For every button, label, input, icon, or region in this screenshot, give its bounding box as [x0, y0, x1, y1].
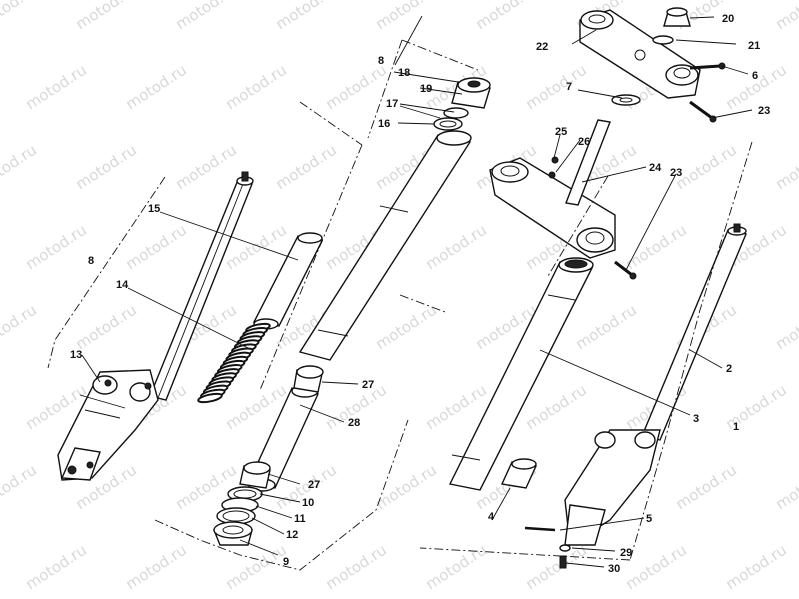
watermark-text: motod.ru — [722, 61, 790, 114]
callout-16: 16 — [378, 118, 390, 130]
callout-8-middle: 8 — [378, 55, 384, 67]
callout-29: 29 — [620, 547, 632, 559]
callout-13: 13 — [70, 349, 82, 361]
callout-17: 17 — [386, 98, 398, 110]
callout-labels: 20 21 22 6 23 7 25 26 24 23 2 3 1 4 5 29… — [70, 13, 770, 575]
watermark-text: motod.ru — [372, 301, 440, 354]
callout-19: 19 — [420, 83, 432, 95]
watermark-text: motod.ru — [522, 61, 590, 114]
callout-27-upper: 27 — [362, 379, 374, 391]
watermark-text: motod.ru — [622, 541, 690, 594]
callout-30: 30 — [608, 563, 620, 575]
watermark-text: motod.ru — [0, 301, 40, 354]
watermark-text: motod.ru — [72, 141, 140, 194]
inner-fork-tube — [298, 130, 472, 361]
callout-23-upper: 23 — [758, 105, 770, 117]
watermark-text: motod.ru — [72, 301, 140, 354]
callout-11: 11 — [294, 513, 306, 525]
callout-25: 25 — [555, 126, 567, 138]
watermark-text: motod.ru — [672, 461, 740, 514]
callout-6: 6 — [752, 70, 758, 82]
bushing-upper — [293, 365, 324, 393]
watermark-text: motod.ru — [772, 141, 799, 194]
watermark-text: motod.ru — [172, 0, 240, 33]
lower-triple-clamp — [489, 119, 616, 259]
watermark-text: motod.ru — [672, 141, 740, 194]
watermark-text: motod.ru — [122, 541, 190, 594]
watermark-text: motod.ru — [122, 61, 190, 114]
watermark-text: motod.ru — [322, 541, 390, 594]
watermark-text: motod.ru — [622, 221, 690, 274]
collar-bushing — [500, 458, 538, 489]
callout-5: 5 — [646, 513, 652, 525]
watermark-text: motod.ru — [772, 461, 799, 514]
watermark-text: motod.ru — [222, 61, 290, 114]
watermark-text: motod.ru — [772, 301, 799, 354]
watermark-text: motod.ru — [422, 541, 490, 594]
watermark-text: motod.ru — [722, 541, 790, 594]
watermark-text: motod.ru — [772, 0, 799, 33]
callout-24: 24 — [649, 162, 662, 174]
watermark-text: motod.ru — [0, 461, 40, 514]
callout-23-lower: 23 — [670, 167, 682, 179]
steering-nut — [652, 7, 691, 45]
watermark-text: motod.ru — [0, 0, 40, 33]
callout-3: 3 — [693, 413, 699, 425]
watermark-text: motod.ru — [272, 0, 340, 33]
watermark-text: motod.ru — [272, 141, 340, 194]
callout-10: 10 — [302, 497, 314, 509]
watermark-text: motod.ru — [372, 461, 440, 514]
top-cap — [433, 77, 491, 131]
leader-lines — [81, 15, 753, 568]
bushing-lower — [239, 461, 271, 489]
watermark-text: motod.ru — [422, 221, 490, 274]
watermark-text: motod.ru — [22, 541, 90, 594]
watermark-text: motod.ru — [172, 141, 240, 194]
outer-fork-tube — [448, 257, 594, 491]
callout-27-lower: 27 — [308, 479, 320, 491]
callout-1: 1 — [733, 421, 739, 433]
watermark-text: motod.ru — [222, 541, 290, 594]
callout-21: 21 — [748, 40, 760, 52]
fork-spring — [197, 322, 271, 404]
callout-4: 4 — [488, 511, 495, 523]
callout-26: 26 — [578, 136, 590, 148]
callout-18: 18 — [398, 67, 410, 79]
watermark-text: motod.ru — [522, 381, 590, 434]
callout-2: 2 — [726, 363, 732, 375]
callout-22: 22 — [536, 41, 548, 53]
callout-20: 20 — [722, 13, 734, 25]
watermark-text: motod.ru — [0, 141, 40, 194]
watermark-text: motod.ru — [22, 61, 90, 114]
spring-coil — [197, 392, 223, 404]
seal-stack — [212, 486, 263, 546]
callout-7: 7 — [566, 81, 572, 93]
callout-9: 9 — [283, 556, 289, 568]
watermark-text: motod.ru — [22, 221, 90, 274]
callout-8-left: 8 — [88, 255, 94, 267]
watermark-text: motod.ru — [72, 0, 140, 33]
callout-28: 28 — [348, 417, 360, 429]
callout-14: 14 — [116, 279, 129, 291]
callout-15: 15 — [148, 203, 160, 215]
watermark-text: motod.ru — [472, 0, 540, 33]
right-fork-leg — [564, 223, 747, 547]
top-triple-clamp — [579, 9, 701, 99]
watermark-text: motod.ru — [122, 221, 190, 274]
watermark-text: motod.ru — [372, 0, 440, 33]
watermark-text: motod.ru — [572, 301, 640, 354]
callout-12: 12 — [286, 529, 298, 541]
